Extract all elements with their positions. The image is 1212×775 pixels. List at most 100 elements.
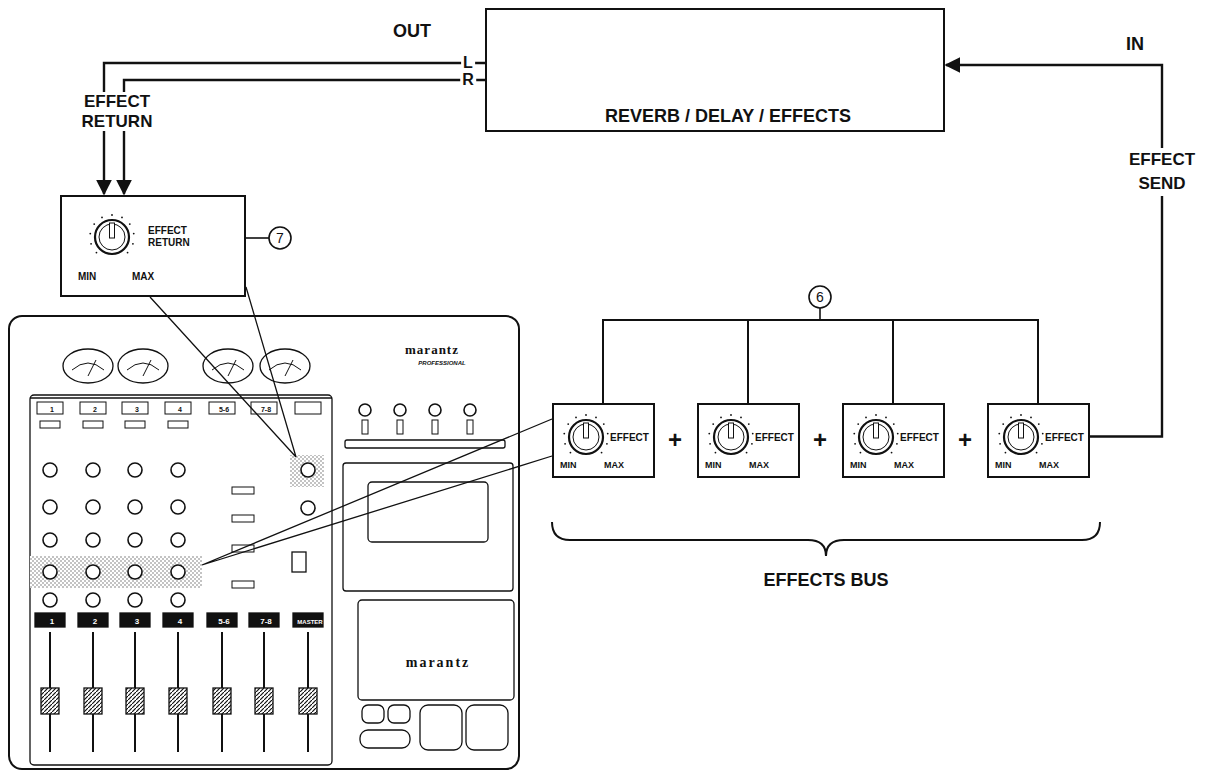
fader-cap xyxy=(41,688,59,714)
mixer-housing: marantzPROFESSIONAL12345-67-812345-67-8M… xyxy=(8,315,520,770)
fader-label-strip xyxy=(293,613,323,627)
panel-marking: marantz xyxy=(405,343,459,358)
channel-knob xyxy=(86,593,100,607)
node-text: MAX xyxy=(894,460,914,470)
fader-label-strip xyxy=(249,613,279,627)
sub-switch xyxy=(232,487,254,494)
monitor-switch xyxy=(397,420,403,434)
panel-marking: 2 xyxy=(93,406,97,414)
diagram-label: OUT xyxy=(393,21,431,42)
node-text: MAX xyxy=(749,460,769,470)
effect-send-box: EFFECTMINMAX xyxy=(697,403,800,478)
vu-needle xyxy=(143,360,151,376)
channel-knob xyxy=(171,593,185,607)
node-text: REVERB / DELAY / EFFECTS xyxy=(605,106,851,127)
channel-knob xyxy=(86,565,100,579)
diagram-label: EFFECT RETURN xyxy=(60,92,174,131)
edge-label: L xyxy=(461,54,475,72)
channel-knob xyxy=(43,463,57,477)
panel-marking: 2 xyxy=(93,617,97,626)
channel-knob xyxy=(86,533,100,547)
fader-label-strip xyxy=(207,613,237,627)
channel-switch xyxy=(40,421,60,428)
vu-meter xyxy=(260,349,310,383)
monitor-knob xyxy=(359,404,371,416)
fader-label-strip xyxy=(120,613,150,627)
vu-needle xyxy=(285,360,293,376)
channel-knob xyxy=(171,500,185,514)
vu-meter xyxy=(118,349,168,383)
node-text: EFFECT xyxy=(610,432,649,444)
vu-needle xyxy=(88,360,96,376)
monitor-switch xyxy=(432,420,438,434)
fader-label-strip xyxy=(35,613,65,627)
zoom-leader-line xyxy=(202,419,552,565)
callout-number: 7 xyxy=(276,230,284,246)
channel-knob xyxy=(43,593,57,607)
vu-meter xyxy=(203,349,253,383)
node-text: EFFECT xyxy=(900,432,939,444)
channel-label-box xyxy=(122,402,148,414)
fader-cap xyxy=(255,688,273,714)
vu-needle xyxy=(228,360,236,376)
fader-cap xyxy=(84,688,102,714)
monitor-knob xyxy=(394,404,406,416)
effect-send-box: EFFECT MIN MAX xyxy=(842,403,945,478)
return-knob xyxy=(301,463,315,477)
monitor-switch xyxy=(362,420,368,434)
channel-knob xyxy=(128,565,142,579)
channel-knob xyxy=(128,593,142,607)
panel-marking: 1 xyxy=(50,617,54,626)
panel-marking: PROFESSIONAL xyxy=(418,360,465,367)
channel-knob xyxy=(128,533,142,547)
monitor-knob xyxy=(429,404,441,416)
channel-label-box xyxy=(165,402,191,414)
panel-marking: 7-8 xyxy=(260,617,272,626)
panel-marking: 3 xyxy=(135,406,139,414)
channel-label-box xyxy=(209,402,235,414)
channel-knob xyxy=(128,463,142,477)
vu-scale xyxy=(269,363,301,370)
mixer-panel xyxy=(30,349,514,765)
callout-circles xyxy=(246,227,831,320)
channel-switch xyxy=(168,421,188,428)
fader-cap xyxy=(299,688,317,714)
panel-marking: MASTER xyxy=(297,619,322,626)
channel-knob xyxy=(171,565,185,579)
channel-knob xyxy=(171,533,185,547)
effect-send-box: EFFECTMINMAX xyxy=(552,403,655,478)
fader-cap xyxy=(126,688,144,714)
node-text: MIN xyxy=(995,460,1012,470)
fader-cap xyxy=(169,688,187,714)
zoom-leader-line xyxy=(150,287,296,457)
node-text: MAX xyxy=(1039,460,1059,470)
node-text: MAX xyxy=(132,271,154,283)
channel-label-box xyxy=(295,402,321,414)
node-text: EFFECT RETURN xyxy=(148,225,198,248)
panel-marking: marantz xyxy=(406,655,471,671)
panel-marking: 7-8 xyxy=(261,406,271,414)
diagram-label: EFFECTS BUS xyxy=(763,570,888,591)
channel-knob xyxy=(43,565,57,579)
edge-label: EFFECT SEND xyxy=(1118,148,1206,196)
channel-knob xyxy=(86,463,100,477)
plus-sign: + xyxy=(668,426,682,454)
effect-return-box: EFFECT RETURN MIN MAX xyxy=(60,195,246,297)
signal-line xyxy=(946,65,1162,437)
sub-switch xyxy=(232,515,254,522)
edge-label: R xyxy=(460,71,476,89)
effects-unit: REVERB / DELAY / EFFECTS xyxy=(485,8,945,132)
channel-switch xyxy=(83,421,103,428)
channel-knob xyxy=(86,500,100,514)
node-text: MIN xyxy=(78,271,96,283)
vu-meter xyxy=(63,349,113,383)
panel-marking: 5-6 xyxy=(219,406,229,414)
fader-label-strip xyxy=(78,613,108,627)
node-text: EFFECT xyxy=(1045,432,1084,444)
panel-marking: 1 xyxy=(50,406,54,414)
return-knob xyxy=(301,501,315,515)
plus-sign: + xyxy=(813,426,827,454)
node-text: MIN xyxy=(850,460,867,470)
panel-marking: 5-6 xyxy=(218,617,230,626)
panel-marking: 4 xyxy=(178,617,182,626)
